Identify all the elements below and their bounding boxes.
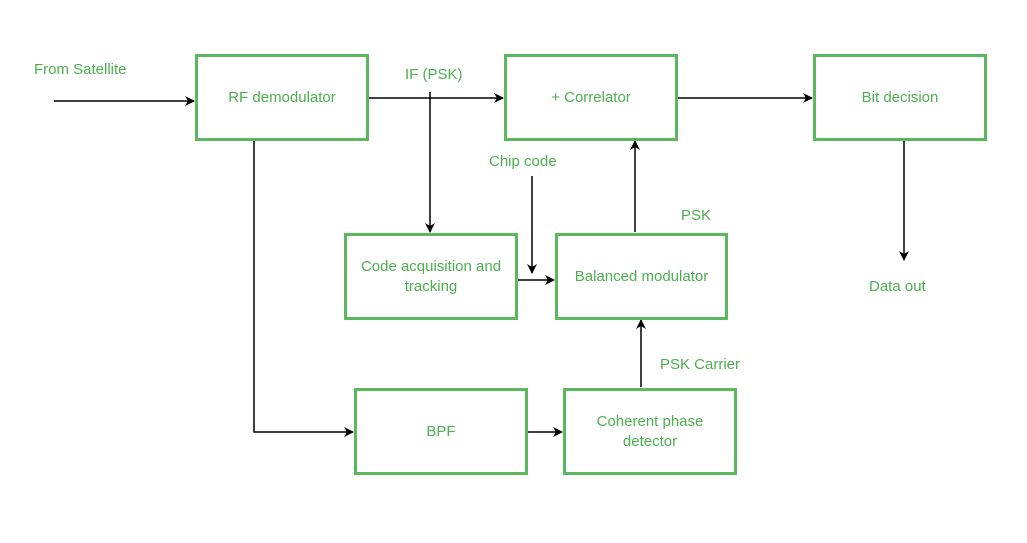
correlator-block: + Correlator	[504, 54, 678, 141]
psk-label: PSK	[681, 207, 712, 224]
from-satellite-label: From Satellite	[34, 61, 127, 78]
chip-code-label: Chip code	[489, 153, 557, 170]
balanced-modulator-label: Balanced modulator	[574, 267, 709, 285]
psk-carrier-label: PSK Carrier	[660, 356, 741, 373]
rf-demodulator-label: RF demodulator	[228, 88, 336, 106]
arrow-rf-to-bpf	[253, 141, 354, 437]
balanced-modulator-block: Balanced modulator	[555, 233, 728, 320]
bpf-label: BPF	[426, 422, 456, 440]
rf-demodulator-block: RF demodulator	[195, 54, 369, 141]
coherent-phase-detector-label: Coherent phase detector	[596, 412, 704, 450]
code-acquisition-block: Code acquisition and tracking	[344, 233, 518, 320]
bit-decision-label: Bit decision	[861, 88, 939, 106]
data-out-label: Data out	[869, 278, 926, 295]
code-acquisition-label: Code acquisition and tracking	[360, 257, 502, 295]
coherent-phase-detector-block: Coherent phase detector	[563, 388, 737, 475]
bit-decision-block: Bit decision	[813, 54, 987, 141]
if-psk-label: IF (PSK)	[405, 66, 463, 83]
bpf-block: BPF	[354, 388, 528, 475]
correlator-label: + Correlator	[551, 88, 631, 106]
